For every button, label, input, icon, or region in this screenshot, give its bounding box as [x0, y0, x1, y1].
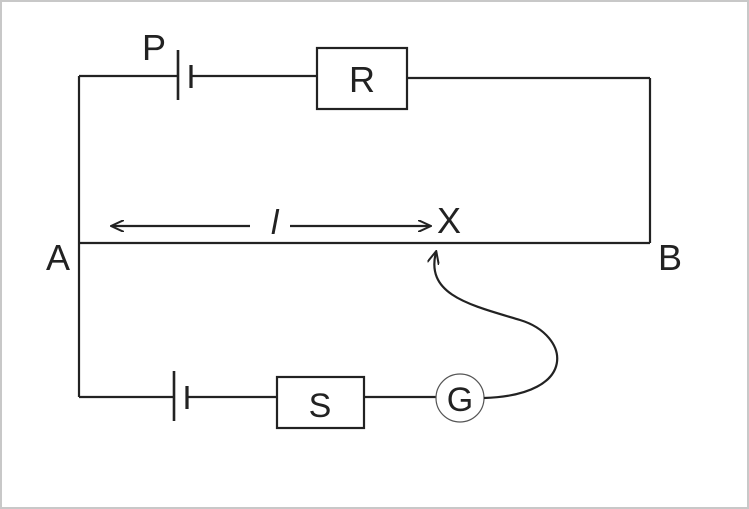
label-length-l: l [271, 204, 280, 242]
label-b: B [658, 237, 682, 278]
test-circuit [77, 243, 559, 430]
jockey-lead-curve [434, 252, 559, 400]
label-g: G [447, 381, 473, 419]
driver-circuit [77, 46, 652, 243]
resistor-s-box [275, 375, 366, 430]
label-p: P [142, 27, 166, 68]
label-a: A [46, 237, 70, 278]
label-s: S [309, 387, 332, 425]
label-x: X [437, 200, 461, 241]
label-r: R [349, 59, 375, 100]
